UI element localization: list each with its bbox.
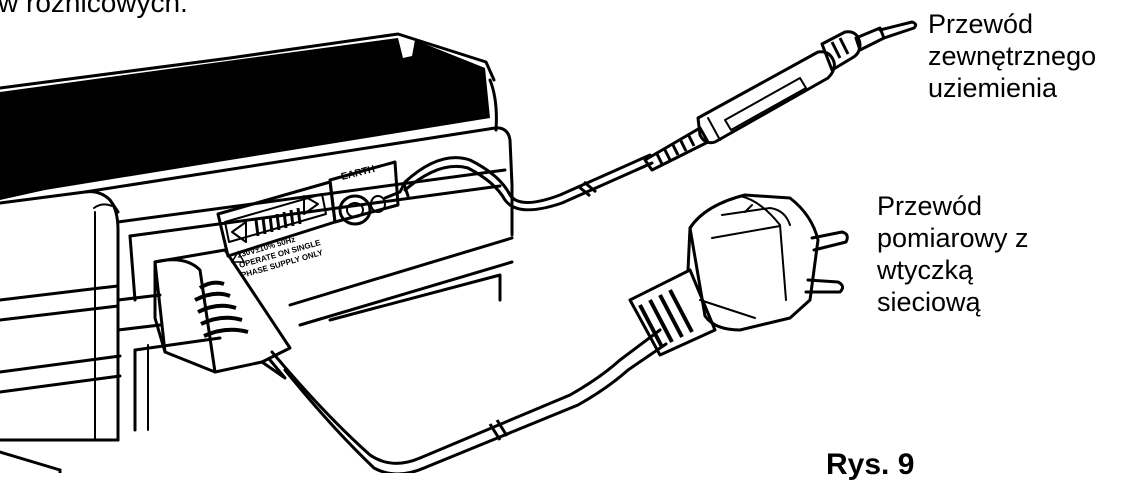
external-ground-lead-label: Przewód zewnętrznego uziemienia	[928, 8, 1096, 104]
label-line: pomiarowy z	[877, 223, 1029, 253]
instrument-housing	[0, 32, 514, 473]
figure-9-illustration: w różnicowych.	[0, 0, 1097, 481]
label-line: uziemienia	[928, 73, 1058, 103]
ground-lead-cable	[403, 153, 654, 212]
instrument-drawing: 230V±10% 50Hz OPERATE ON SINGLE PHASE SU…	[0, 20, 918, 473]
mains-plug	[628, 193, 849, 357]
earth-marking: EARTH	[340, 164, 376, 183]
figure-caption: Rys. 9	[826, 448, 915, 481]
label-line: zewnętrznego	[928, 41, 1097, 71]
device-connector	[153, 248, 292, 380]
cut-off-body-text: w różnicowych.	[0, 0, 188, 18]
label-line: sieciową	[877, 287, 981, 317]
label-line: wtyczką	[877, 255, 974, 285]
label-line: Przewód	[928, 9, 1034, 39]
measuring-lead-label: Przewód pomiarowy z wtyczką sieciową	[877, 190, 1029, 318]
mains-cable	[270, 328, 668, 473]
label-line: Przewód	[877, 191, 983, 221]
ground-probe-handle	[643, 20, 918, 172]
